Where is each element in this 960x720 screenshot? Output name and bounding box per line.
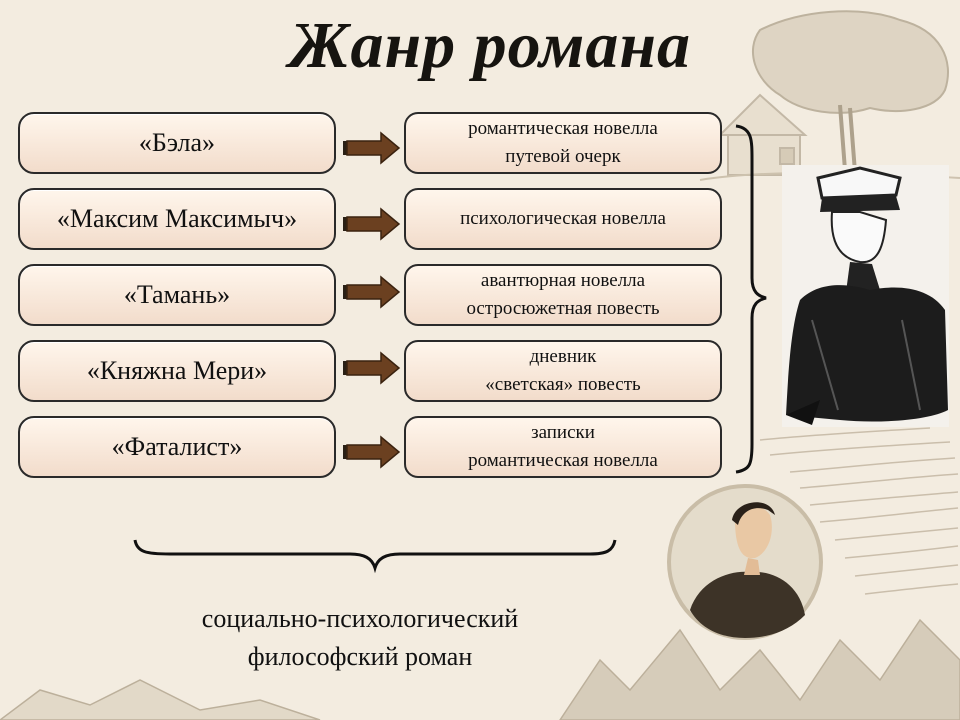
conclusion-text: социально-психологический философский ро… [120,600,600,676]
bottom-brace [133,539,617,574]
genre-box-fatalist: записки романтическая новелла [404,416,722,478]
officer-portrait [782,165,949,427]
genre-box-knyazhna-meri: дневник «светская» повесть [404,340,722,402]
conclusion-line: социально-психологический [201,604,519,633]
arrow-icon [343,207,401,241]
story-label: «Тамань» [123,280,231,309]
story-box-fatalist: «Фаталист» [18,416,336,478]
arrow-icon [343,131,401,165]
landscape-sketch [699,10,960,181]
genre-line: дневник [529,346,597,367]
genre-box-taman: авантюрная новелла остросюжетная повесть [404,264,722,326]
arrow-icon [343,275,401,309]
genre-line: психологическая новелла [460,208,666,229]
page-title: Жанр романа [288,9,692,82]
mountain-sketch [0,618,960,720]
lermontov-portrait [667,484,823,640]
genre-line: авантюрная новелла [480,270,646,291]
genre-box-bela: романтическая новелла путевой очерк [404,112,722,174]
conclusion-line: философский роман [247,642,473,671]
genre-box-maksim-maksimych: психологическая новелла [404,188,722,250]
story-label: «Максим Максимыч» [56,204,298,233]
story-label: «Княжна Мери» [86,356,268,385]
genre-line: записки [531,422,595,443]
story-label: «Фаталист» [111,432,243,461]
story-box-maksim-maksimych: «Максим Максимыч» [18,188,336,250]
genre-line: романтическая новелла [468,118,658,139]
story-label: «Бэла» [138,128,216,157]
genre-line: романтическая новелла [468,450,658,471]
story-box-bela: «Бэла» [18,112,336,174]
story-box-knyazhna-meri: «Княжна Мери» [18,340,336,402]
arrow-icon [343,351,401,385]
genre-line: путевой очерк [505,146,621,167]
genre-line: «светская» повесть [485,374,641,395]
arrow-icon [343,435,401,469]
manuscript-sketch [759,427,959,595]
story-box-taman: «Тамань» [18,264,336,326]
right-brace [735,124,767,474]
genre-line: остросюжетная повесть [466,298,660,319]
